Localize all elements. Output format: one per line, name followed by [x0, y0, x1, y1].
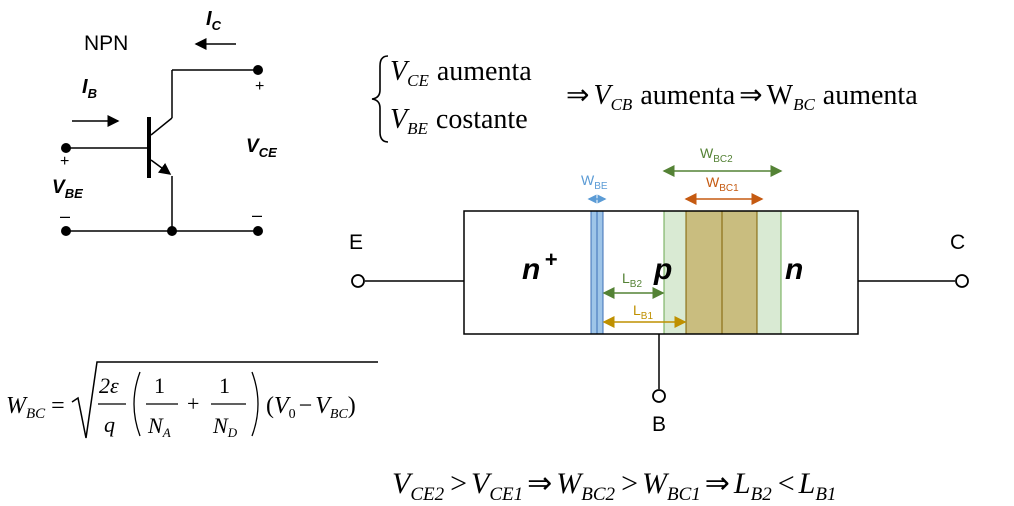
vce-plus: + [255, 78, 264, 95]
curly-brace [371, 55, 389, 143]
formula-lhs: WBC= [6, 393, 65, 422]
emitter-lead [150, 159, 172, 175]
vce-label: VCE [246, 136, 277, 160]
formula-1a: 1 [154, 373, 165, 398]
collector-terminal-device [955, 274, 969, 288]
paren-left [133, 371, 141, 437]
sqrt-sign [71, 361, 378, 439]
region-n-plus: n+ [522, 247, 557, 286]
formula-2eps: 2ε [99, 373, 119, 398]
ib-label: IB [82, 76, 97, 101]
formula-nd: ND [212, 413, 238, 440]
emitter-junction [167, 226, 177, 236]
formula-na: NA [147, 413, 171, 440]
emitter-terminal-right [253, 226, 263, 236]
lb2-label: LB2 [622, 270, 642, 290]
npn-circuit: NPN IC IB + – + – VCE VBE [52, 8, 277, 236]
formula-1d: 1 [219, 373, 230, 398]
region-p: p [653, 253, 672, 286]
lb1-label: LB1 [633, 302, 653, 322]
wbe-label: WBE [581, 172, 608, 192]
wbc-formula: WBC= 2ε q 1 NA + 1 ND (V0−VBC) [6, 361, 378, 440]
collector-lead [150, 117, 173, 136]
collector-terminal [253, 65, 263, 75]
emitter-terminal [351, 274, 365, 288]
bottom-inequality: VCE2>VCE1⇒WBC2>WBC1⇒LB2<LB1 [392, 467, 836, 505]
vbe-minus: – [60, 206, 70, 226]
ic-label: IC [206, 8, 222, 33]
emitter-label: E [349, 231, 363, 254]
base-label: B [652, 413, 666, 436]
base-terminal-device [652, 389, 666, 403]
collector-label: C [950, 231, 965, 254]
wbc2-label: WBC2 [700, 145, 733, 165]
formula-plus: + [187, 391, 199, 416]
vce-minus: – [252, 205, 262, 225]
emitter-terminal-left [61, 226, 71, 236]
paren-right [251, 371, 259, 437]
device-outline [463, 210, 859, 335]
device-cross-section: n+ p n WBE WBC2 WBC1 LB2 LB1 E C B [349, 145, 969, 436]
formula-q: q [104, 412, 115, 437]
bottom-chain: VCE2>VCE1⇒WBC2>WBC1⇒LB2<LB1 [392, 467, 836, 505]
formula-v0-vbc: (V0−VBC) [266, 393, 356, 422]
region-n: n [785, 253, 803, 286]
npn-label: NPN [84, 32, 128, 55]
base-terminal [61, 143, 71, 153]
wbc1-label: WBC1 [706, 174, 739, 194]
vbe-plus: + [60, 153, 69, 170]
vbe-label: VBE [52, 177, 83, 201]
